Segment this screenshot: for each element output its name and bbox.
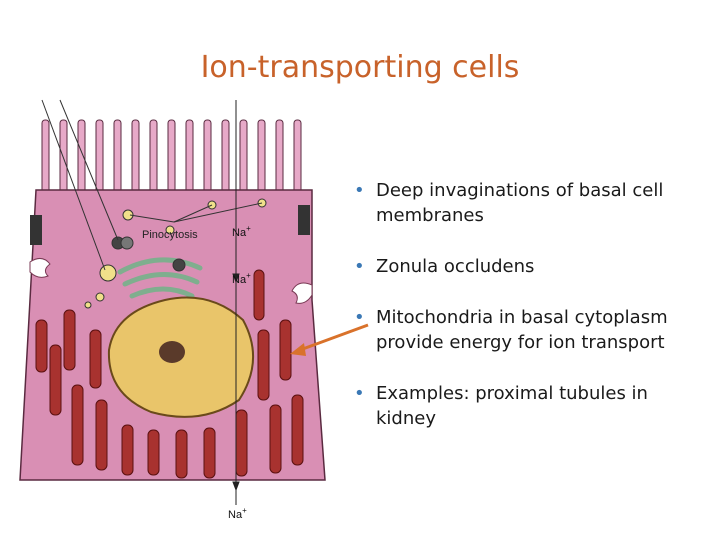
mitochondria-pointer-arrow: [290, 323, 369, 356]
pinocytosis-label: Pinocytosis: [142, 229, 198, 241]
pinocytosis-pointers: [41, 99, 263, 271]
slide-title: Ion-transporting cells: [200, 50, 520, 85]
bullet-marker: •: [354, 383, 365, 404]
bullet-marker: •: [354, 307, 365, 328]
bullet-item: •Mitochondria in basal cytoplasm provide…: [354, 307, 668, 353]
na-label-middle: Na+: [232, 271, 251, 286]
bullet-item: •Examples: proximal tubules in kidney: [354, 383, 648, 429]
bullet-item: •Zonula occludens: [354, 256, 535, 277]
sodium-transport-path: [232, 100, 240, 505]
na-label-bottom: Na+: [228, 506, 247, 521]
nucleolus: [159, 341, 185, 363]
na-label-upper: Na+: [232, 224, 251, 239]
golgi-apparatus: [117, 257, 203, 299]
lateral-interdigitations: [29, 258, 313, 304]
bullet-list: •Deep invaginations of basal cell membra…: [338, 178, 708, 457]
bullet-item: •Deep invaginations of basal cell membra…: [354, 180, 664, 226]
bullet-marker: •: [354, 180, 365, 201]
pinocytotic-vesicles: [84, 198, 267, 309]
cell-diagram: Pinocytosis Na+ Na+ Na+: [19, 99, 369, 521]
microvilli: [41, 119, 302, 196]
zonula-occludens-right: [298, 205, 310, 235]
zonula-occludens-left: [30, 215, 42, 245]
bullet-marker: •: [354, 256, 365, 277]
basal-mitochondria: [35, 269, 304, 479]
